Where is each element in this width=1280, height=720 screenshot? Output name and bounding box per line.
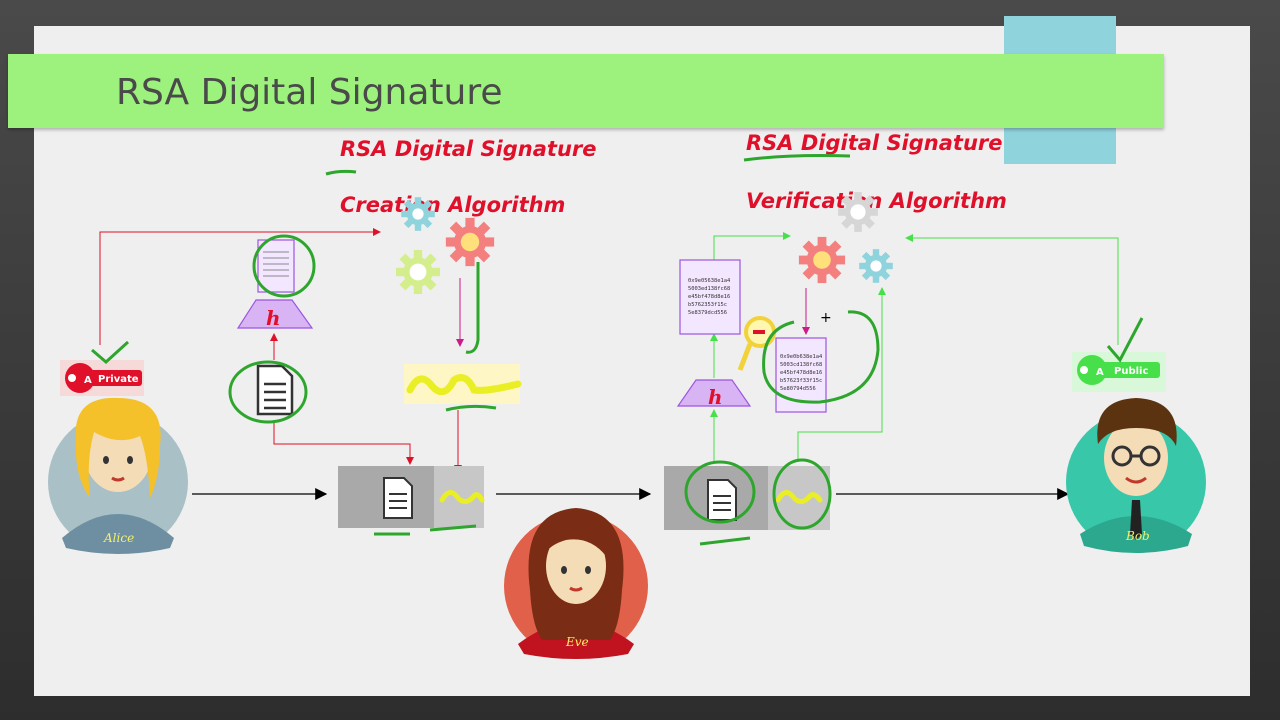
creation-subtitle-annotation: Creation Algorithm — [340, 193, 565, 217]
arrow-public-key-to-verifier — [905, 234, 1119, 345]
hash-line: b57623f33f15c — [780, 378, 822, 384]
gear-icon — [859, 249, 893, 283]
ink-stroke — [465, 262, 480, 354]
eve-avatar: Eve — [504, 508, 648, 659]
ink-circle — [684, 460, 756, 524]
verification-title-annotation: RSA Digital Signature — [746, 131, 1003, 155]
hash-line: 5003ed138fc68 — [688, 286, 730, 292]
ink-circle — [762, 310, 880, 404]
hash-function-icon: h — [676, 379, 752, 409]
ink-underline — [743, 154, 851, 162]
digest-document-icon — [257, 239, 295, 293]
key-owner-letter: A — [84, 375, 92, 386]
ink-underline — [325, 169, 357, 176]
document-icon — [256, 364, 294, 416]
gear-icon — [401, 197, 435, 231]
arrow-doc-to-package — [273, 420, 414, 465]
hash-line: 5003cd138fc68 — [780, 362, 822, 368]
ink-checkmark — [1106, 317, 1144, 363]
gear-icon — [395, 249, 441, 295]
hash-line: 5e8379dcd556 — [688, 310, 727, 316]
ink-checkmark — [91, 340, 130, 365]
bob-name: Bob — [1125, 529, 1150, 543]
alice-name: Alice — [103, 531, 134, 545]
magnifier-compare-icon — [737, 316, 776, 371]
key-owner-letter: A — [1096, 367, 1104, 378]
gear-icon — [445, 217, 495, 267]
cursor-icon: + — [820, 310, 832, 326]
hash-line: 0x9e0b638e1a4 — [780, 354, 822, 360]
eve-name: Eve — [565, 635, 589, 649]
hash-symbol: h — [708, 385, 723, 409]
decrypted-hash-document: 0x9e0b638e1a4 5003cd138fc68 e45bf478d8e1… — [775, 337, 827, 413]
hash-line: 5e80794d556 — [780, 386, 816, 392]
private-key-icon: A Private — [60, 360, 144, 396]
ink-circle — [772, 458, 832, 530]
page-title: RSA Digital Signature — [116, 72, 503, 113]
hash-function-icon: h — [236, 299, 314, 330]
bob-avatar: Bob — [1066, 398, 1206, 553]
ink-underline — [445, 404, 497, 412]
ink-underline — [699, 536, 751, 546]
gear-icon — [798, 236, 846, 284]
arrow-hash-to-verifier — [713, 232, 791, 262]
hash-line: e45bf478d8e16 — [688, 294, 730, 300]
computed-hash-document: 0x9e05638e1a4 5003ed138fc68 e45bf478d8e1… — [679, 259, 741, 335]
hash-symbol: h — [266, 306, 281, 330]
ink-underline — [429, 524, 477, 532]
alice-avatar: Alice — [48, 397, 188, 554]
signature-icon — [404, 364, 522, 404]
public-key-label: Public — [1114, 366, 1148, 377]
hash-line: b5762353f15c — [688, 302, 727, 308]
ink-circle — [228, 360, 308, 424]
title-bar: RSA Digital Signature — [8, 54, 1164, 128]
ink-circle — [252, 234, 316, 298]
gear-icon — [838, 192, 878, 232]
hash-line: 0x9e05638e1a4 — [688, 278, 730, 284]
private-key-label: Private — [98, 374, 139, 385]
creation-title-annotation: RSA Digital Signature — [340, 137, 597, 161]
hash-line: e45bf478d8e16 — [780, 370, 822, 376]
signed-package — [338, 466, 485, 528]
arrow-signature-to-verifier — [797, 287, 886, 462]
arrow-private-key-to-signer — [99, 228, 381, 345]
